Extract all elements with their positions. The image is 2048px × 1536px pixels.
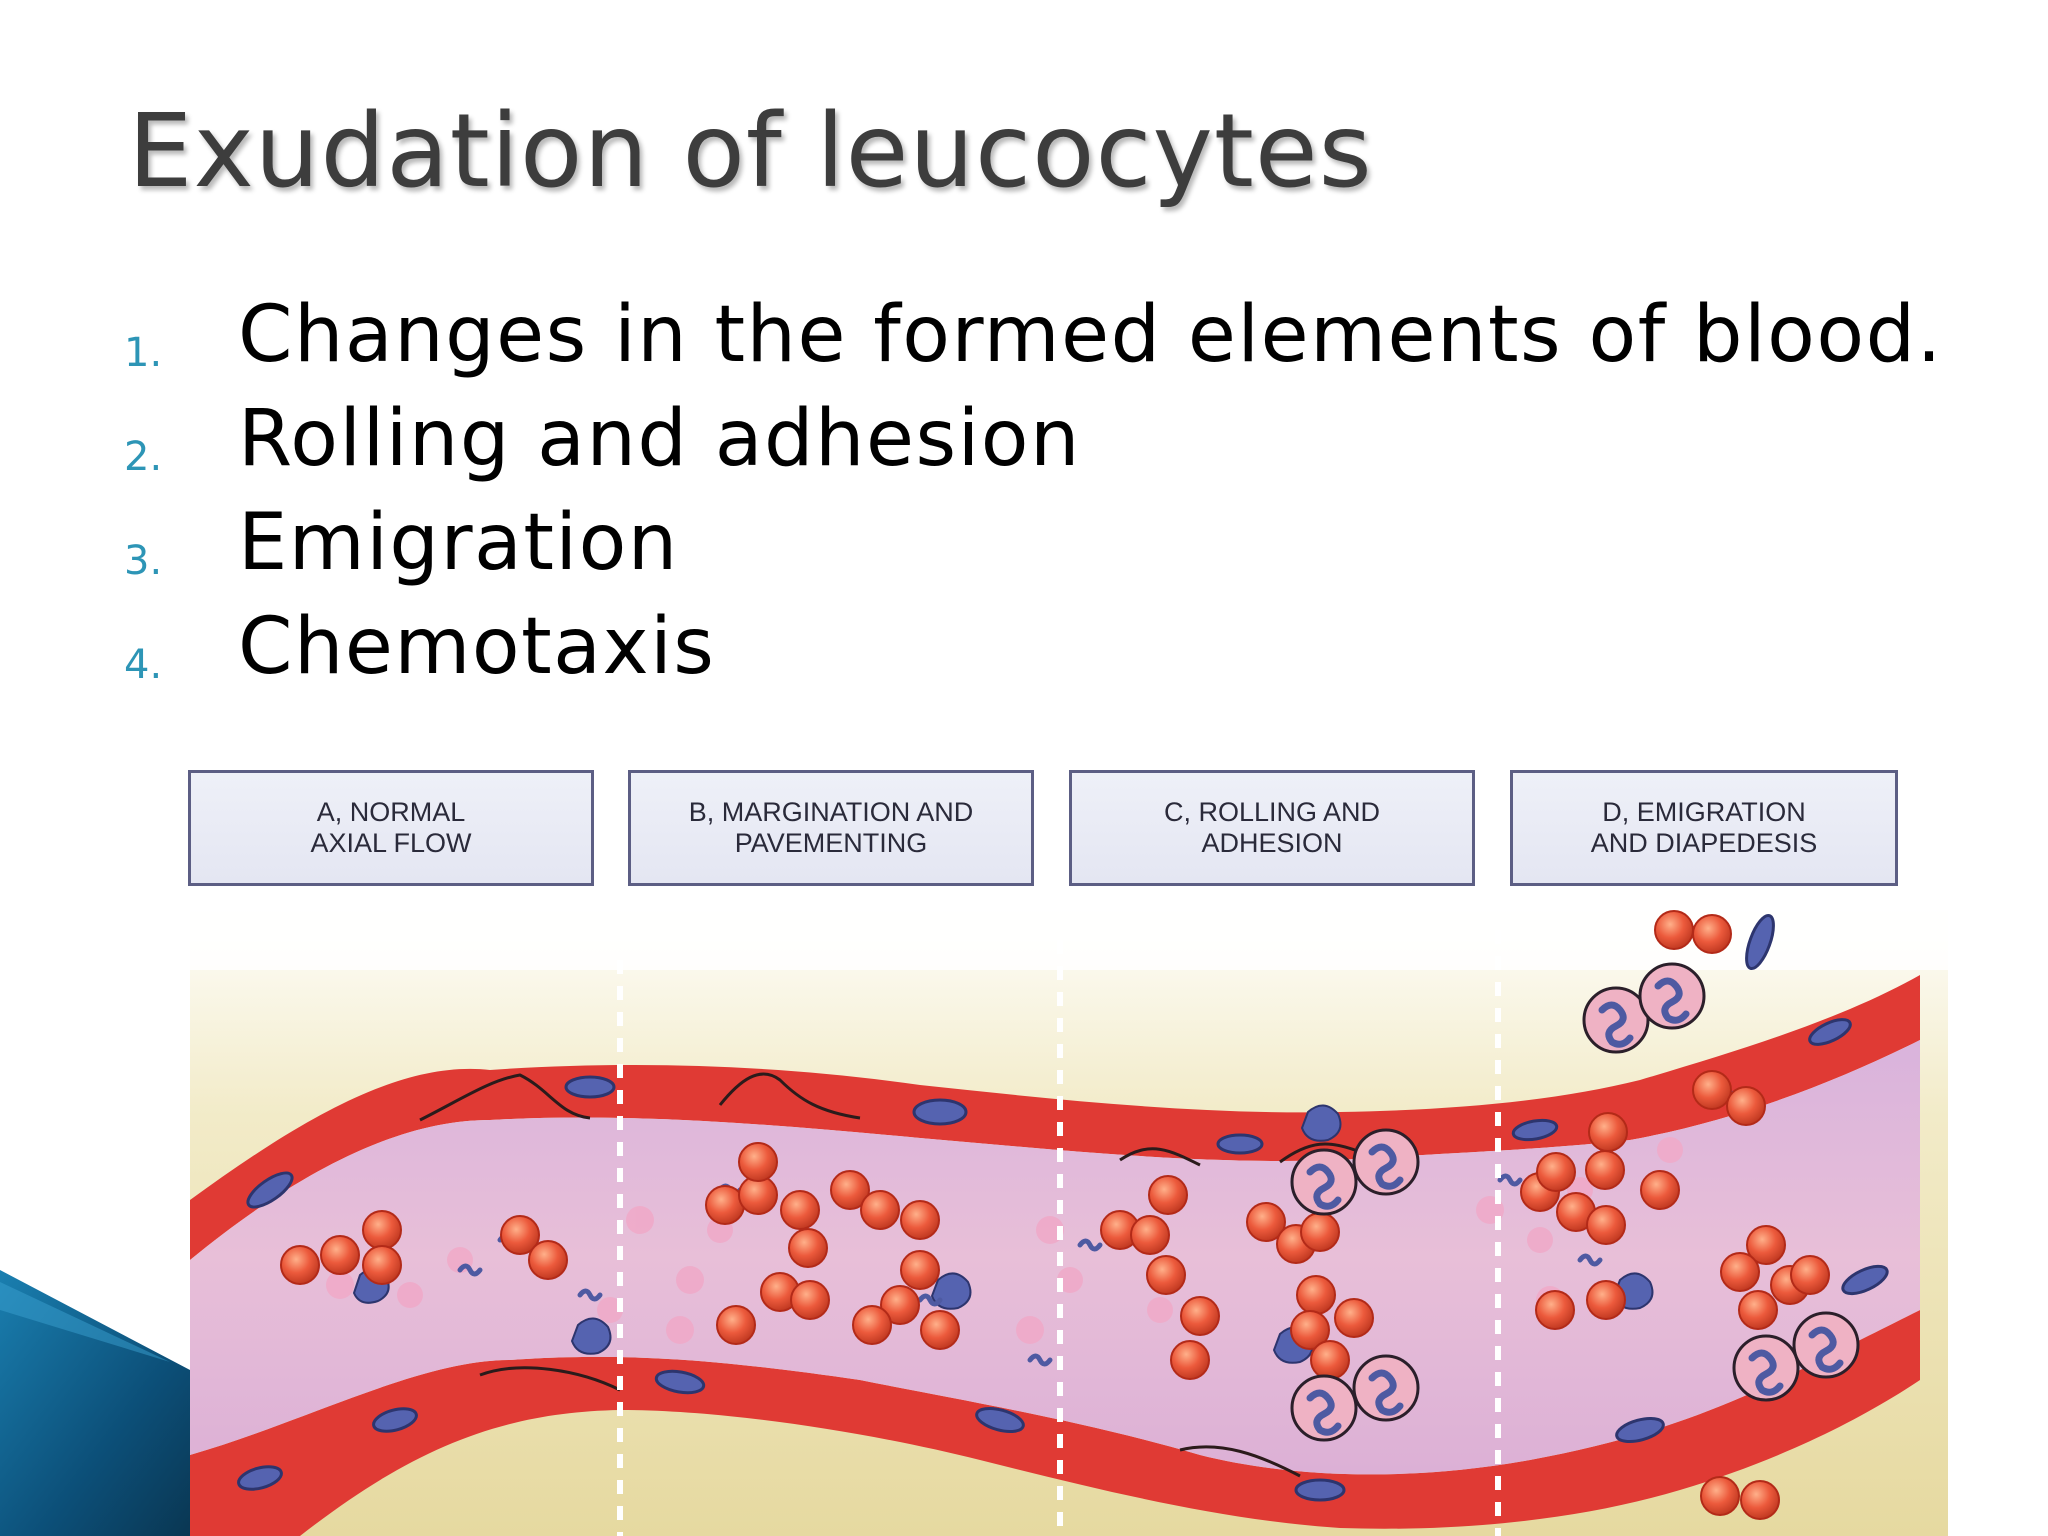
leucocyte — [1300, 1104, 1342, 1142]
red-blood-cell — [1146, 1255, 1186, 1295]
red-blood-cell — [1536, 1152, 1576, 1192]
red-blood-cell — [830, 1170, 870, 1210]
emigrating-leucocyte — [1290, 1374, 1358, 1442]
endothelial-nucleus — [237, 1465, 283, 1491]
list-number: 4. — [124, 642, 163, 688]
red-blood-cell — [788, 1228, 828, 1268]
endothelial-nucleus — [1808, 1018, 1852, 1046]
list-number: 3. — [124, 538, 163, 584]
endothelial-nucleus — [1511, 1118, 1559, 1142]
red-blood-cell — [500, 1215, 540, 1255]
red-blood-cell — [1130, 1215, 1170, 1255]
red-blood-cell — [1246, 1202, 1286, 1242]
red-blood-cell — [1726, 1086, 1766, 1126]
red-blood-cell — [900, 1250, 940, 1290]
red-blood-cell — [920, 1310, 960, 1350]
red-blood-cell — [1692, 914, 1732, 954]
red-blood-cells — [280, 910, 1830, 1520]
red-blood-cell — [1700, 1476, 1740, 1516]
leucocyte-exudation-figure: A, NORMAL AXIAL FLOW B, MARGINATION AND … — [160, 720, 2048, 1536]
endothelial-nucleus — [1841, 1264, 1889, 1296]
endothelial-nucleus — [1745, 913, 1775, 971]
red-blood-cell — [528, 1240, 568, 1280]
emigrating-leucocyte — [1792, 1311, 1860, 1379]
figure-illustration — [190, 890, 1948, 1536]
list-text: Changes in the formed elements of blood. — [238, 290, 1943, 380]
red-blood-cell — [1296, 1275, 1336, 1315]
endothelial-nucleus — [372, 1407, 418, 1433]
corner-arrow-decoration — [0, 1270, 200, 1536]
red-blood-cell — [1334, 1298, 1374, 1338]
endothelial-nucleus — [1216, 1133, 1264, 1155]
red-blood-cell — [1170, 1340, 1210, 1380]
red-blood-cell — [860, 1190, 900, 1230]
red-blood-cell — [1790, 1255, 1830, 1295]
red-blood-cell — [1746, 1225, 1786, 1265]
red-blood-cell — [1654, 910, 1694, 950]
stage-label-emigration: D, EMIGRATION AND DIAPEDESIS — [1510, 770, 1898, 886]
red-blood-cell — [1640, 1170, 1680, 1210]
endothelial-nucleus — [654, 1369, 706, 1395]
emigrating-leucocyte — [1582, 986, 1650, 1054]
red-blood-cell — [852, 1305, 892, 1345]
red-blood-cell — [900, 1200, 940, 1240]
emigrating-leucocyte — [1352, 1354, 1420, 1422]
upper-vessel-wall — [190, 975, 1920, 1260]
emigrating-leucocyte — [1638, 962, 1706, 1030]
red-blood-cell — [280, 1245, 320, 1285]
stage-label-margination: B, MARGINATION AND PAVEMENTING — [628, 770, 1034, 886]
list-number: 2. — [124, 434, 163, 480]
emigrating-leucocyte — [1290, 1148, 1358, 1216]
red-blood-cell — [1585, 1150, 1625, 1190]
lower-vessel-wall — [190, 1310, 1920, 1536]
red-blood-cell — [1738, 1290, 1778, 1330]
red-blood-cell — [1740, 1480, 1780, 1520]
red-blood-cell — [1588, 1112, 1628, 1152]
emigrating-leucocyte — [1732, 1334, 1800, 1402]
list-number: 1. — [124, 330, 163, 376]
red-blood-cell — [1180, 1296, 1220, 1336]
red-blood-cell — [1300, 1212, 1340, 1252]
red-blood-cell — [1535, 1290, 1575, 1330]
red-blood-cell — [738, 1142, 778, 1182]
emigrating-leucocyte — [1352, 1128, 1420, 1196]
red-blood-cell — [1586, 1205, 1626, 1245]
red-blood-cell — [790, 1280, 830, 1320]
endothelial-nucleus — [564, 1075, 616, 1099]
endothelial-nucleus — [1615, 1417, 1665, 1443]
list-text: Rolling and adhesion — [238, 394, 1081, 484]
emigrating-leucocytes — [1290, 962, 1860, 1442]
red-blood-cell — [780, 1190, 820, 1230]
endothelial-nucleus — [1294, 1478, 1346, 1502]
red-blood-cell — [362, 1210, 402, 1250]
red-blood-cell — [1290, 1310, 1330, 1350]
red-blood-cell — [1692, 1070, 1732, 1110]
red-blood-cell — [320, 1235, 360, 1275]
slide-title: Exudation of leucocytes — [128, 92, 1373, 211]
stage-label-rolling-adhesion: C, ROLLING AND ADHESION — [1069, 770, 1475, 886]
endothelial-nucleus — [246, 1171, 294, 1209]
red-blood-cell — [716, 1305, 756, 1345]
endothelial-nucleus — [975, 1407, 1025, 1433]
leucocyte — [570, 1317, 612, 1355]
red-blood-cell — [1148, 1175, 1188, 1215]
endothelial-nucleus — [912, 1098, 968, 1126]
red-blood-cell — [1720, 1252, 1760, 1292]
list-text: Emigration — [238, 498, 679, 588]
red-blood-cell — [362, 1245, 402, 1285]
stage-label-normal-axial-flow: A, NORMAL AXIAL FLOW — [188, 770, 594, 886]
red-blood-cell — [1310, 1340, 1350, 1380]
list-text: Chemotaxis — [238, 602, 716, 692]
red-blood-cell — [1586, 1280, 1626, 1320]
red-blood-cell — [880, 1285, 920, 1325]
